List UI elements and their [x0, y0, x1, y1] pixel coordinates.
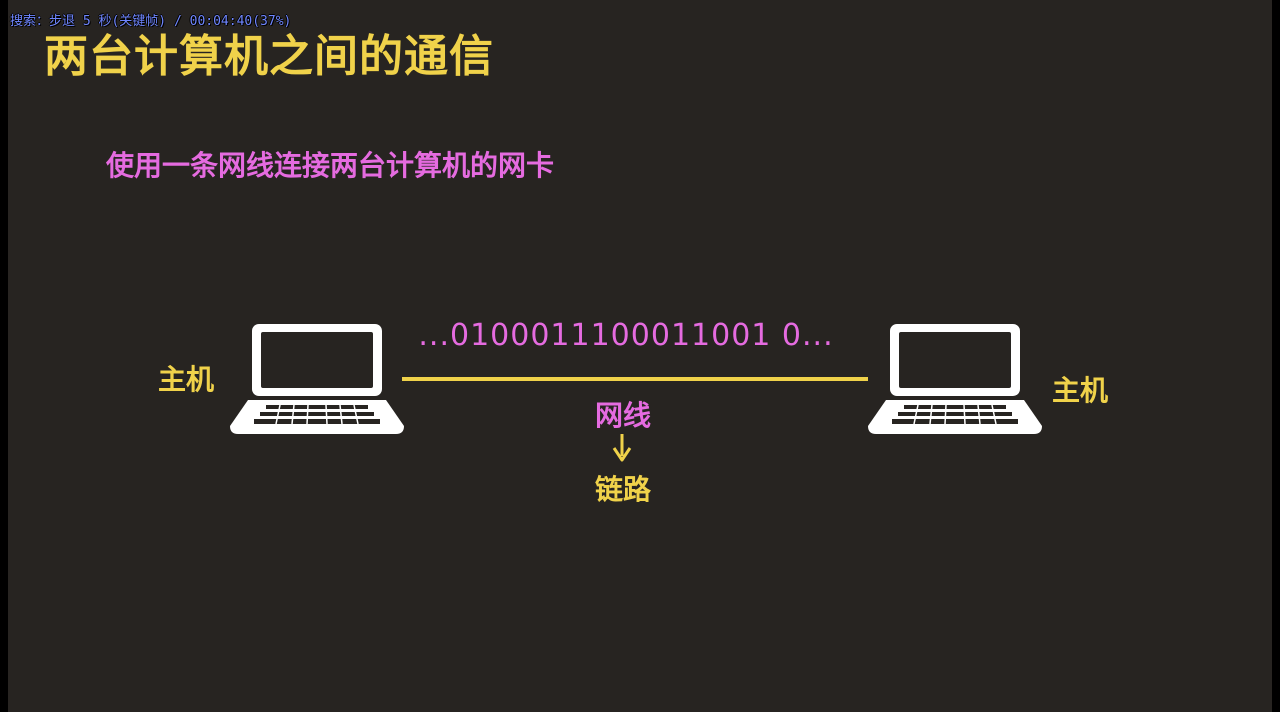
link-label: 链路	[594, 473, 651, 506]
bitstream-text: ...0100011100011001 0...	[418, 318, 834, 353]
arrow-down-icon	[612, 434, 632, 462]
left-host-label: 主机	[158, 363, 215, 396]
player-osd-text: 搜索：步退 5 秒(关键帧) / 00:04:40(37%)	[10, 14, 292, 29]
slide-title: 两台计算机之间的通信	[44, 31, 494, 82]
laptop-icon	[230, 324, 404, 434]
slide: 两台计算机之间的通信 使用一条网线连接两台计算机的网卡 主机 ...010001…	[8, 0, 1272, 712]
laptop-icon	[868, 324, 1042, 434]
network-cable-line	[402, 377, 868, 381]
right-host-label: 主机	[1052, 374, 1109, 407]
slide-subtitle: 使用一条网线连接两台计算机的网卡	[106, 149, 555, 182]
cable-label: 网线	[594, 399, 651, 432]
